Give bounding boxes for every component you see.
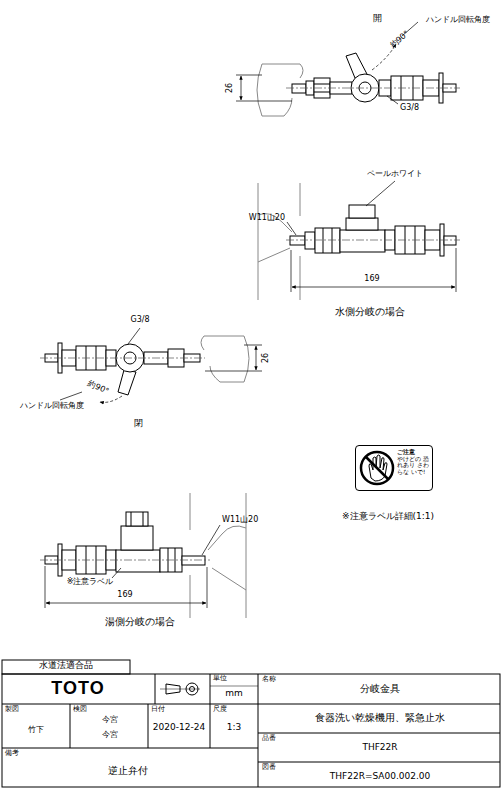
drawing-label: 今宮 <box>102 731 118 740</box>
faucet-outline <box>190 64 303 618</box>
drawing-label: THF22R=SA00.002.00 <box>330 772 431 782</box>
drawing-label: 1:3 <box>227 723 241 733</box>
caution-label: ご注意やけどの 恐れあり さわらな いで! <box>355 445 433 491</box>
drawing-label: G3/8 <box>400 104 419 113</box>
drawing-label: 2020-12-24 <box>153 723 205 733</box>
drawing-label: 食器洗い乾燥機用、緊急止水 <box>315 712 445 723</box>
drawing-label: ハンドル回転角度 <box>426 16 490 25</box>
drawing-label: 約90° <box>86 379 110 396</box>
drawing-label: 製図 <box>5 706 19 714</box>
drawing-label: 品番 <box>262 735 276 743</box>
drawing-label: 湯側分岐の場合 <box>105 616 175 627</box>
drawing-label: 逆止弁付 <box>108 765 148 776</box>
drawing-label: 分岐金具 <box>360 683 400 694</box>
drawing-label: 26 <box>226 83 235 93</box>
drawing-label: 169 <box>117 591 132 600</box>
drawing-label: 図番 <box>262 764 276 772</box>
drawing-label: 尺度 <box>213 706 227 714</box>
drawing-label: G3/8 <box>130 316 149 325</box>
prohibition-circle <box>361 452 393 484</box>
drawing-label: 水側分岐の場合 <box>335 306 405 317</box>
drawing-label: mm <box>225 689 243 699</box>
drawing-label: 今宮 <box>102 716 118 725</box>
dimension-lines <box>40 22 460 608</box>
drawing-label: ハンドル回転角度 <box>20 402 84 411</box>
drawing-label: 169 <box>364 275 379 284</box>
drawing-label: 閉 <box>134 419 143 429</box>
drawing-label: W11山20 <box>222 516 258 525</box>
drawing-label: 竹下 <box>28 726 44 735</box>
caution-heading: ご注意 <box>397 449 430 456</box>
prohibition-slash <box>366 457 388 479</box>
drawing-label: ※注意ラベル <box>67 578 114 587</box>
drawing-label: THF22R <box>362 743 397 753</box>
title-block <box>2 660 500 787</box>
drawing-label: 26 <box>262 353 271 363</box>
drawing-label: W11山20 <box>249 214 285 223</box>
drawing-label: 日付 <box>151 706 165 714</box>
drawing-label: 検図 <box>73 706 87 714</box>
drawing-label: TOTO <box>51 679 104 699</box>
drawing-label: 約90° <box>389 29 412 50</box>
fitting-body <box>45 53 456 576</box>
drawing-label: ペールホワイト <box>367 170 423 179</box>
drawing-label: 開 <box>373 14 382 24</box>
drawing-label: 単位 <box>213 675 227 683</box>
drawing-label: ※注意ラベル詳細(1:1) <box>342 512 434 522</box>
no-touch-icon <box>358 448 396 488</box>
caution-text-block: ご注意やけどの 恐れあり さわらな いで! <box>397 446 432 478</box>
caution-body: やけどの 恐れあり さわらな いで! <box>397 456 430 476</box>
drawing-label: 備考 <box>5 750 19 758</box>
drawing-label: 水道法適合品 <box>39 661 93 671</box>
drawing-label: 名称 <box>262 676 276 684</box>
